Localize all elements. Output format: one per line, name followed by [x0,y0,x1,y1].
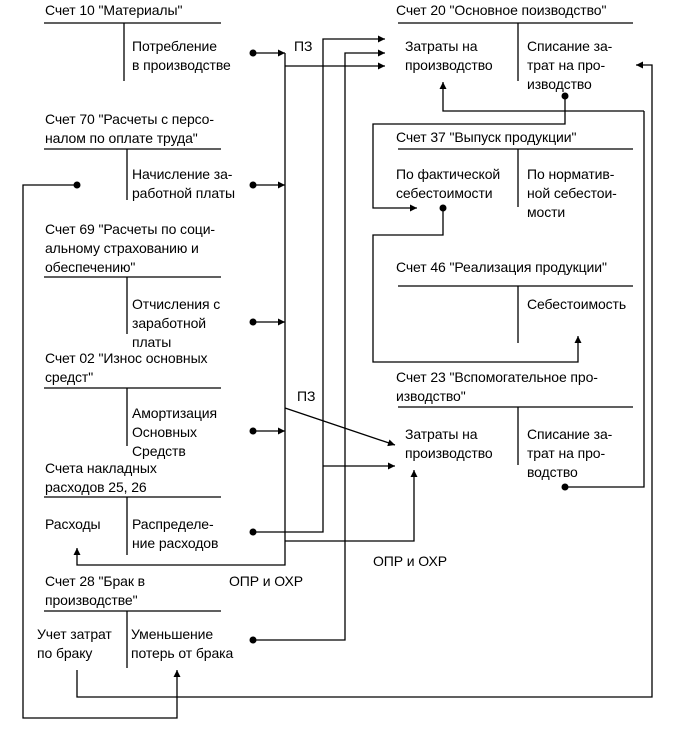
dot-10 [249,49,257,57]
defect-to-20 [253,49,385,641]
account-23-credit: Списание за- трат на про- водство [527,426,613,480]
t-account-lines-69 [44,276,221,334]
t-account-lines-46 [398,285,633,343]
account-46-title: Счет 46 "Реализация продукции" [396,259,607,275]
account-28-credit: Уменьшение потерь от брака [131,626,234,661]
t-account-lines-20 [398,22,633,81]
account-37-title: Счет 37 "Выпуск продукции" [396,129,577,145]
37-to-46 [372,208,582,363]
20-writeoff-to-37 [372,96,566,212]
dot-23 [561,483,569,491]
account-28-title: Счет 28 "Брак в производстве" [45,573,146,608]
bus-main [73,53,286,566]
dot-28 [249,636,257,644]
account-28-debit: Учет затрат по браку [37,626,112,661]
dot-02 [249,427,257,435]
flow-label-opr-oxr-right: ОПР и ОХР [373,553,447,569]
account-46-credit: Себестоимость [527,296,627,312]
dot-2526 [249,528,257,536]
23-writeoff-to-20 [565,111,645,488]
distribution-to-20-and-23 [253,35,385,533]
bus-to-23-opr [285,470,418,542]
account-20-credit: Списание за- трат на про- изводство [527,38,613,92]
account-69-title: Счет 69 "Расчеты по соци- альному страхо… [45,221,215,275]
t-account-lines-37 [398,148,633,207]
account-10-title: Счет 10 "Материалы" [45,2,183,18]
bus-to-23-diagonal [284,407,396,447]
flow-label-opr-oxr-left: ОПР и ОХР [229,573,303,589]
dot-20 [561,92,569,100]
account-23-debit: Затраты на производство [405,426,493,461]
t-account-lines-10 [44,22,221,81]
account-20-debit: Затраты на производство [405,38,493,73]
account-70-credit: Начисление за- работной платы [132,166,236,201]
account-23-title: Счет 23 "Вспомогательное про- изводство" [396,369,598,404]
account-37-credit: По норматив- ной себестои- мости [527,166,617,220]
account-2526-credit: Распределе- ние расходов [132,516,219,551]
dot-left-loop [73,181,81,189]
account-20-title: Счет 20 "Основное поизводство" [396,2,607,18]
flow-label-pz-mid: ПЗ [297,388,316,404]
account-2526-title: Счета накладных расходов 25, 26 [45,460,157,495]
dot-69 [249,318,257,326]
t-account-lines-02 [44,387,221,446]
t-account-lines-28 [44,610,221,668]
outer-left-loop [22,184,181,719]
account-70-title: Счет 70 "Расчеты с персо- налом по оплат… [45,111,214,146]
dot-37 [439,204,447,212]
t-account-lines-2526 [44,496,221,555]
20-loop [439,82,644,112]
dot-70 [249,181,257,189]
account-69-credit: Отчисления с заработной платы [132,296,221,350]
account-10-credit: Потребление в производстве [132,38,231,73]
account-2526-debit: Расходы [45,516,101,532]
outer-right-to-20 [76,61,653,698]
flow-label-pz-top: ПЗ [294,38,313,54]
account-02-title: Счет 02 "Износ основных средст" [45,350,208,385]
account-37-debit: По фактической себестоимости [396,166,501,201]
t-account-lines-23 [398,406,633,465]
t-account-lines-70 [44,148,221,200]
account-02-credit: Амортизация Основных Средств [132,405,217,459]
